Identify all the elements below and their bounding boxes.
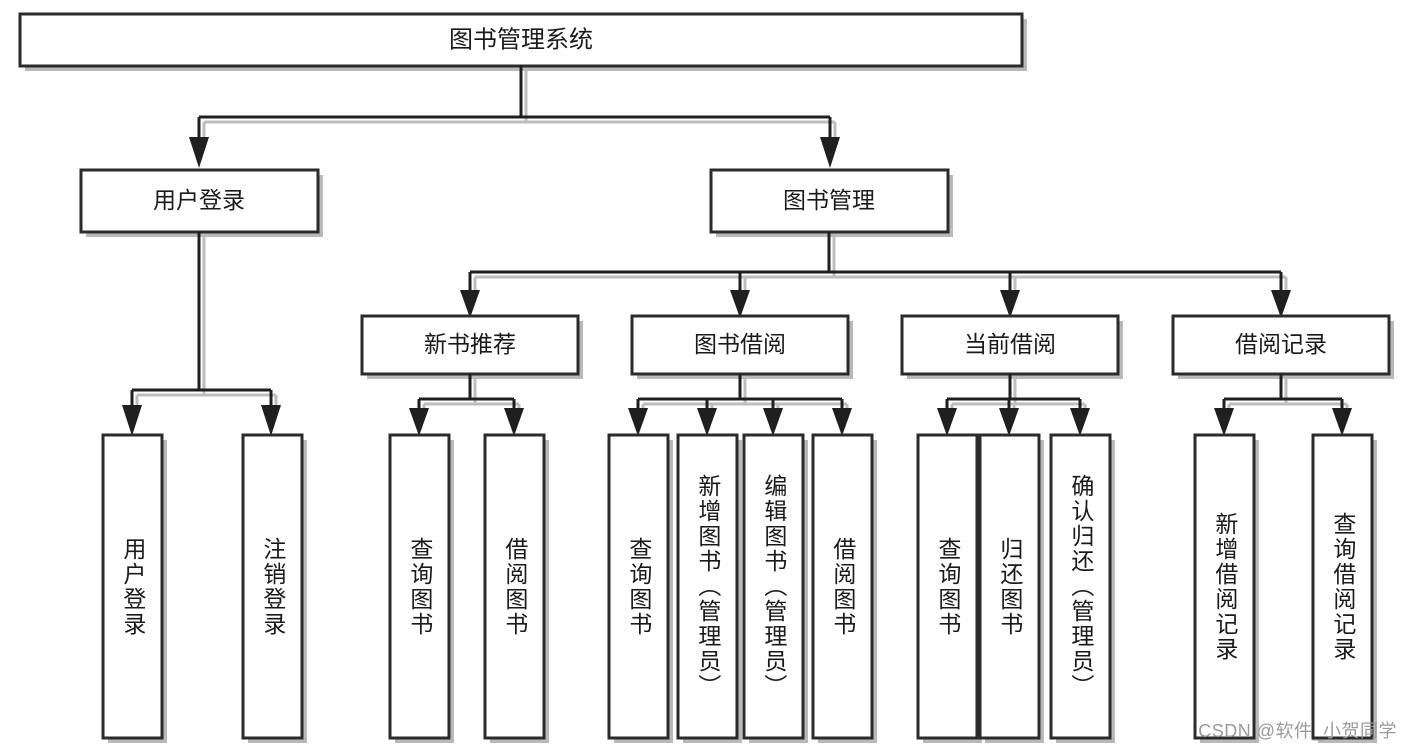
- arrow-head-to-user-login: [189, 137, 209, 168]
- node-user-login-label: 用户登录: [153, 187, 245, 213]
- connector-new-book-rec-to-leaves: [409, 374, 524, 436]
- leaf-book-borrow-4[interactable]: [811, 433, 877, 743]
- leaf-current-borrow-2-box[interactable]: [978, 433, 1041, 740]
- node-current-borrow-box[interactable]: [900, 314, 1120, 376]
- connector-book-borrow-to-leaves: [628, 374, 852, 436]
- node-new-book-recommendation-box[interactable]: [360, 314, 580, 376]
- connector-current-borrow-to-leaves: [937, 374, 1090, 436]
- node-current-borrow-label: 当前借阅: [964, 331, 1056, 357]
- node-user-login[interactable]: 用户登录: [79, 168, 323, 237]
- connector-user-login-to-leaves: [122, 232, 281, 436]
- leaf-book-borrow-1-box[interactable]: [607, 433, 670, 740]
- arrow-head-user-login-leaf-1: [122, 405, 142, 436]
- leaf-user-login-2-box[interactable]: [241, 433, 304, 740]
- node-book-borrow-label: 图书借阅: [694, 331, 786, 357]
- arrow-head-book-borrow-leaf-2: [697, 408, 717, 436]
- leaf-book-borrow-3[interactable]: [742, 433, 808, 743]
- leaf-borrow-record-1-box[interactable]: [1193, 433, 1256, 740]
- node-book-borrow[interactable]: 图书借阅: [630, 314, 853, 379]
- arrow-head-book-borrow-leaf-1: [628, 408, 648, 436]
- leaf-new-book-rec-1-box[interactable]: [388, 433, 451, 740]
- leaf-current-borrow-1[interactable]: [916, 433, 982, 743]
- arrow-head-to-new-book-rec: [460, 290, 480, 318]
- leaf-book-borrow-3-box[interactable]: [742, 433, 805, 740]
- leaf-user-login-1[interactable]: [101, 433, 167, 743]
- leaf-borrow-record-2[interactable]: [1311, 433, 1377, 743]
- leaf-borrow-record-1[interactable]: [1193, 433, 1259, 743]
- leaf-book-borrow-2-box[interactable]: [676, 433, 739, 740]
- node-borrow-record[interactable]: 借阅记录: [1171, 314, 1394, 379]
- arrow-head-current-borrow-leaf-2: [999, 408, 1019, 436]
- arrow-head-to-current-borrow: [1000, 290, 1020, 318]
- node-book-management[interactable]: 图书管理: [709, 168, 953, 237]
- connector-book-management-to-level2: [460, 232, 1291, 318]
- leaf-book-borrow-2[interactable]: [676, 433, 742, 743]
- arrow-head-user-login-leaf-2: [261, 405, 281, 436]
- leaf-borrow-record-2-box[interactable]: [1311, 433, 1374, 740]
- node-user-login-box[interactable]: [79, 168, 320, 234]
- arrow-head-current-borrow-leaf-3: [1070, 408, 1090, 436]
- node-new-book-recommendation-label: 新书推荐: [424, 331, 516, 357]
- leaf-user-login-2[interactable]: [241, 433, 307, 743]
- connector-borrow-record-to-leaves: [1214, 374, 1352, 436]
- csdn-watermark: CSDN @软件_小贺同学: [1198, 721, 1397, 741]
- leaf-current-borrow-3-box[interactable]: [1049, 433, 1112, 740]
- node-root-label: 图书管理系统: [449, 26, 593, 53]
- leaf-current-borrow-3[interactable]: [1049, 433, 1115, 743]
- arrow-head-current-borrow-leaf-1: [937, 408, 957, 436]
- node-new-book-recommendation[interactable]: 新书推荐: [360, 314, 583, 379]
- leaf-user-login-1-box[interactable]: [101, 433, 164, 740]
- leaf-new-book-rec-2-box[interactable]: [483, 433, 546, 740]
- leaf-new-book-rec-1[interactable]: [388, 433, 454, 743]
- leaf-book-borrow-4-box[interactable]: [811, 433, 874, 740]
- node-root[interactable]: 图书管理系统: [18, 12, 1027, 71]
- node-borrow-record-box[interactable]: [1171, 314, 1391, 376]
- arrow-head-new-book-rec-leaf-2: [504, 408, 524, 436]
- leaf-current-borrow-1-box[interactable]: [916, 433, 979, 740]
- arrow-head-new-book-rec-leaf-1: [409, 408, 429, 436]
- leaf-new-book-rec-2[interactable]: [483, 433, 549, 743]
- arrow-head-to-book-borrow: [730, 290, 750, 318]
- node-borrow-record-label: 借阅记录: [1235, 331, 1327, 357]
- leaf-book-borrow-1[interactable]: [607, 433, 673, 743]
- arrow-head-book-borrow-leaf-4: [832, 408, 852, 436]
- node-root-box[interactable]: [18, 12, 1024, 68]
- node-current-borrow[interactable]: 当前借阅: [900, 314, 1123, 379]
- connector-root-to-level1: [189, 66, 840, 168]
- arrow-head-borrow-record-leaf-2: [1332, 408, 1352, 436]
- arrow-head-borrow-record-leaf-1: [1214, 408, 1234, 436]
- leaf-current-borrow-2[interactable]: [978, 433, 1044, 743]
- arrow-head-to-book-management: [820, 137, 840, 168]
- arrow-head-to-borrow-record: [1271, 290, 1291, 318]
- arrow-head-book-borrow-leaf-3: [763, 408, 783, 436]
- node-book-management-label: 图书管理: [783, 187, 875, 213]
